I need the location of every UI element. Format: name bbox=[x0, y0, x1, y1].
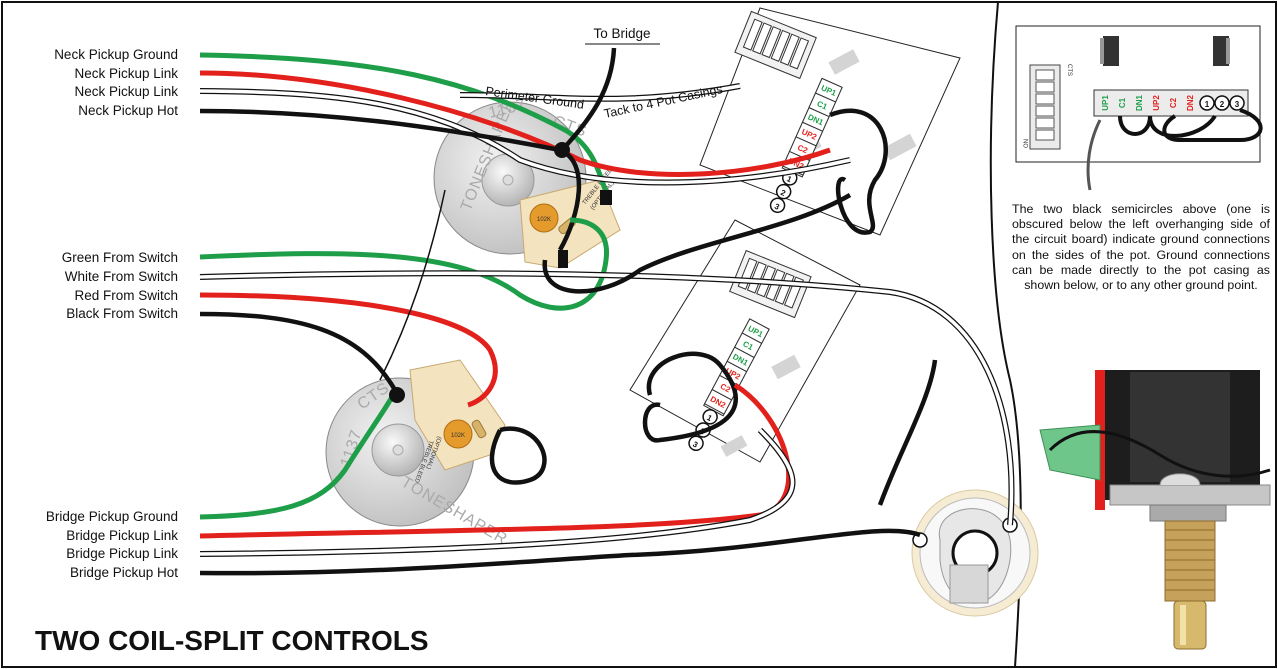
terminal-3: 3 bbox=[773, 202, 781, 212]
ground-point-lower bbox=[389, 387, 405, 403]
label-green-from-switch: Green From Switch bbox=[62, 250, 178, 265]
wire-black-from-switch bbox=[199, 311, 397, 392]
inset-note: The two black semicircles above (one is … bbox=[1012, 202, 1270, 293]
inset-terminal-up2: UP2 bbox=[1152, 95, 1161, 111]
wire-upper-loop bbox=[542, 193, 852, 294]
wire-to-bridge bbox=[560, 47, 617, 152]
inset-terminal-dn1: DN1 bbox=[1135, 94, 1144, 111]
label-neck-ground: Neck Pickup Ground bbox=[54, 47, 178, 62]
label-neck-hot: Neck Pickup Hot bbox=[78, 103, 178, 118]
inset-circuit-board: CTS ON UP1 C1 DN1 UP2 C2 DN2 1 2 3 bbox=[1015, 25, 1263, 191]
wire-red-from-switch bbox=[199, 292, 498, 408]
label-neck-link-white: Neck Pickup Link bbox=[74, 84, 178, 99]
label-bridge-ground: Bridge Pickup Ground bbox=[46, 509, 178, 524]
wire-bridge-link-red bbox=[199, 382, 792, 539]
label-black-from-switch: Black From Switch bbox=[66, 306, 178, 321]
inset-switch-on: ON bbox=[1024, 139, 1030, 148]
inset-terminal-2: 2 bbox=[1220, 100, 1225, 109]
label-bridge-link-red: Bridge Pickup Link bbox=[66, 528, 178, 543]
inset-terminal-c2: C2 bbox=[1169, 97, 1178, 108]
wire-green-from-switch bbox=[199, 217, 609, 311]
label-bridge-link-white: Bridge Pickup Link bbox=[66, 546, 178, 561]
pot-upper: TONESHAPER CTS 1137 102K TREBLE BLEED (O… bbox=[433, 96, 621, 269]
pot-lower-cap: 102K bbox=[451, 433, 465, 439]
terminal-1-lower: 1 bbox=[705, 413, 714, 423]
label-bridge-hot: Bridge Pickup Hot bbox=[70, 565, 178, 580]
terminal-3-lower: 3 bbox=[691, 440, 700, 450]
wire-bridge-hot bbox=[199, 528, 921, 576]
wire-lower-loop bbox=[489, 426, 547, 485]
wire-neck-hot bbox=[199, 108, 582, 252]
inset-terminal-3: 3 bbox=[1235, 100, 1240, 109]
inset-terminal-c1: C1 bbox=[1118, 97, 1127, 108]
diagram-title: TWO COIL-SPLIT CONTROLS bbox=[35, 625, 429, 656]
label-white-from-switch: White From Switch bbox=[65, 269, 178, 284]
circuit-board-upper bbox=[699, 7, 961, 236]
label-neck-link-red: Neck Pickup Link bbox=[74, 66, 178, 81]
inset-terminal-dn2: DN2 bbox=[1186, 94, 1195, 111]
label-to-bridge: To Bridge bbox=[593, 26, 650, 41]
inset-terminal-1: 1 bbox=[1205, 100, 1210, 109]
wire-white-from-switch bbox=[199, 270, 1015, 526]
terminal-strip-lower: UP1 C1 DN1 UP2 C2 DN2 1 2 3 bbox=[688, 318, 770, 452]
wire-neck-ground bbox=[199, 52, 613, 202]
output-jack bbox=[911, 489, 1039, 617]
wire-bridge-ground bbox=[199, 390, 398, 520]
terminal-c2: C2 bbox=[796, 143, 810, 156]
inset-pot-side bbox=[1039, 370, 1271, 650]
terminal-c2-lower: C2 bbox=[719, 382, 733, 395]
pot-upper-cap: 102K bbox=[537, 217, 551, 223]
label-red-from-switch: Red From Switch bbox=[74, 288, 178, 303]
terminal-c1-lower: C1 bbox=[741, 339, 755, 352]
terminal-1: 1 bbox=[785, 174, 793, 184]
terminal-c1: C1 bbox=[816, 99, 830, 112]
inset-switch-brand: CTS bbox=[1066, 64, 1072, 76]
terminal-2: 2 bbox=[779, 188, 787, 198]
wire-pot-link bbox=[379, 189, 446, 381]
inset-terminal-up1: UP1 bbox=[1101, 95, 1110, 111]
ground-point-upper bbox=[554, 142, 570, 158]
